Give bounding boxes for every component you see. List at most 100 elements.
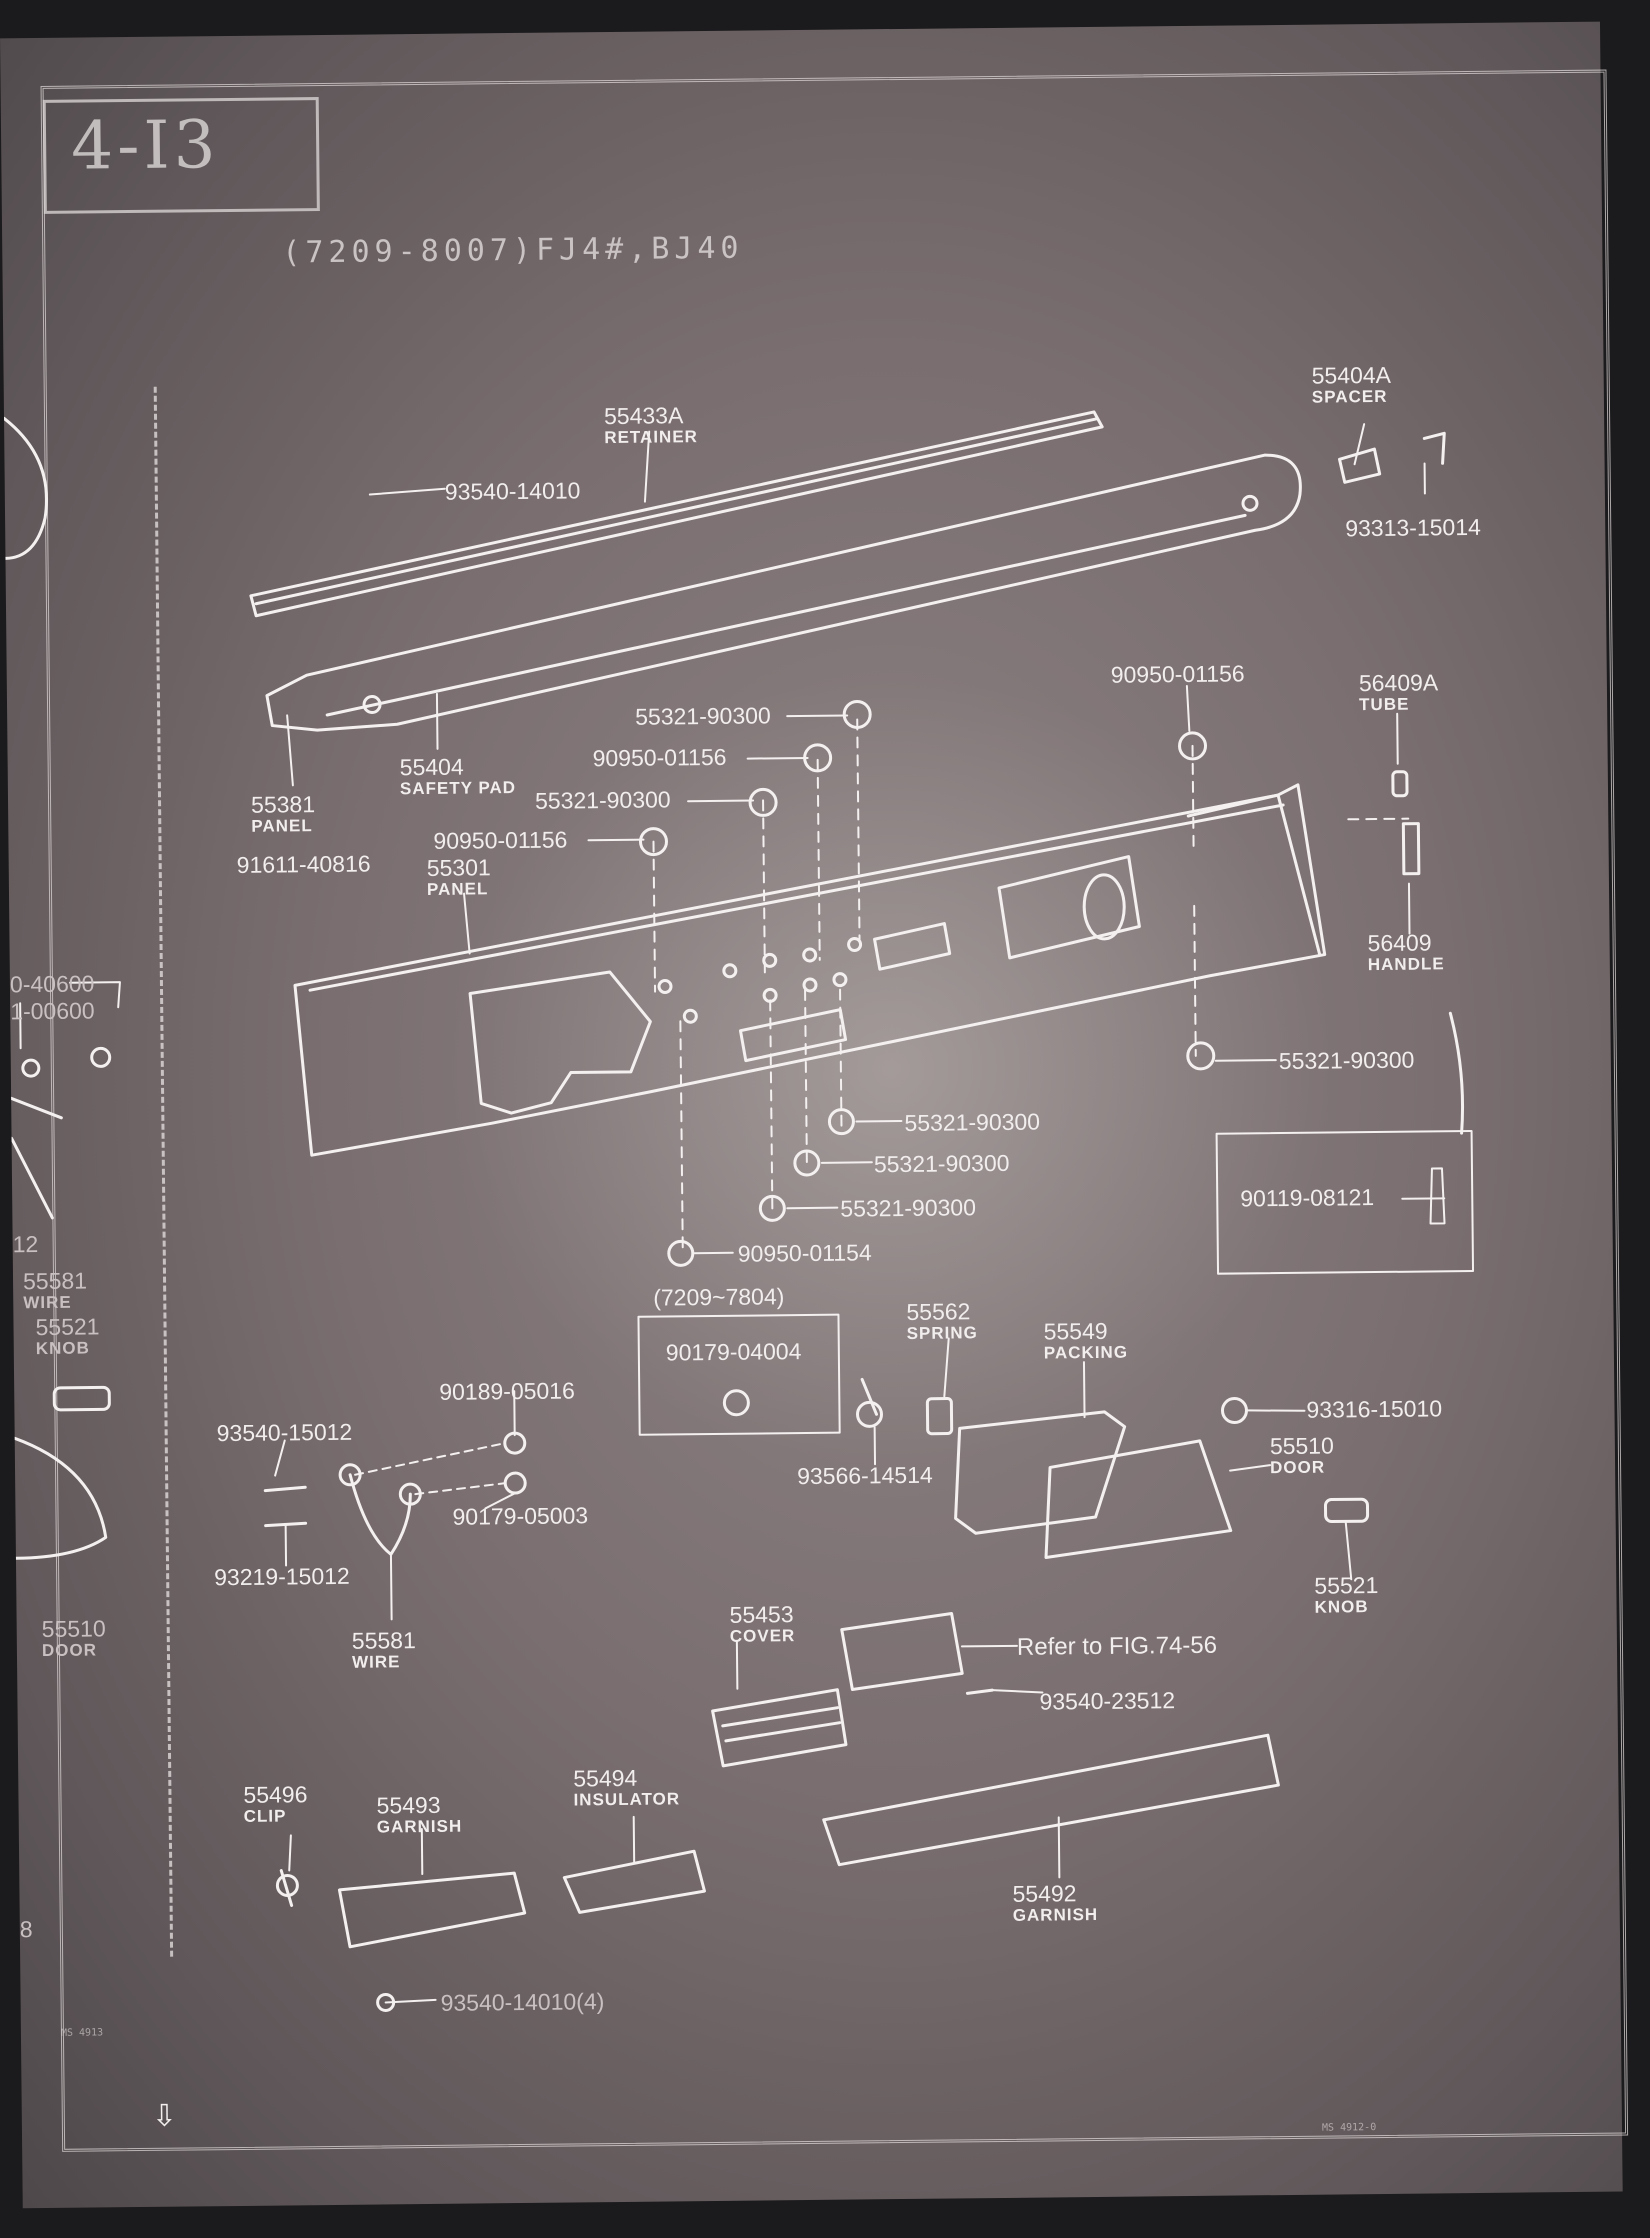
- part-number: 55521: [35, 1313, 100, 1341]
- label-left-d: 8: [19, 1916, 33, 1943]
- footer-code-left: MS 4913: [60, 2027, 104, 2039]
- exploded-parts-diagram: [2, 410, 1475, 2012]
- left-adjacent-drawing: [2, 416, 112, 1560]
- fastener-guides: [652, 718, 1410, 1253]
- part-name: TUBE: [1358, 694, 1410, 715]
- part-name: PANEL: [251, 816, 313, 836]
- label-screw-90119: 90119-08121: [1240, 1184, 1375, 1212]
- footer-code-right: MS 4912-0: [1321, 2122, 1377, 2134]
- inset-date: (7209~7804): [653, 1283, 785, 1311]
- part-number: 56409: [1367, 929, 1432, 957]
- part-number: 55493: [376, 1791, 441, 1819]
- label-clip-a: 90950-01156: [592, 743, 727, 772]
- leader-lines: [19, 423, 1446, 2004]
- label-93316: 93316-15010: [1306, 1395, 1443, 1423]
- door-drawing: [856, 1377, 1370, 1560]
- part-name: WIRE: [351, 1652, 401, 1672]
- part-name: SAFETY PAD: [399, 778, 517, 799]
- part-name: GARNISH: [376, 1816, 463, 1837]
- part-number: 55404A: [1311, 361, 1392, 389]
- part-number: 55496: [243, 1781, 308, 1808]
- part-number: 55581: [22, 1267, 88, 1295]
- part-number: 55581: [351, 1627, 416, 1654]
- label-nut-c: 55321-90300: [1278, 1046, 1415, 1075]
- label-91611: 91611-40816: [236, 850, 371, 878]
- panel-drawing: [293, 783, 1327, 1157]
- cover-drawing: [711, 1611, 994, 1768]
- label-93540-15012: 93540-15012: [216, 1418, 353, 1447]
- part-name: GARNISH: [1012, 1904, 1099, 1925]
- part-number: 55521: [1314, 1572, 1379, 1599]
- part-number: 55510: [41, 1615, 106, 1643]
- label-clip-b: 90950-01156: [433, 826, 568, 854]
- clip-nuts: [638, 699, 1216, 1267]
- label-90179-05003: 90179-05003: [452, 1502, 589, 1530]
- down-arrow-icon: ⇩: [151, 2099, 178, 2133]
- inset-box-screw: [1215, 1130, 1475, 1275]
- label-nut-e: 55321-90300: [873, 1149, 1010, 1178]
- label-nut-d: 55321-90300: [904, 1108, 1041, 1136]
- part-number: 55453: [729, 1601, 794, 1628]
- part-name: SPRING: [906, 1323, 978, 1343]
- label-left-a: 0-40600: [9, 970, 95, 998]
- label-screw-spacer: 93313-15014: [1345, 513, 1481, 542]
- part-name: DOOR: [1269, 1457, 1326, 1478]
- label-screw-retainer: 93540-14010: [444, 477, 581, 505]
- part-name: DOOR: [41, 1640, 98, 1661]
- wire-drawing: [263, 1431, 527, 1556]
- part-name: INSULATOR: [573, 1789, 681, 1810]
- part-name: SPACER: [1311, 386, 1388, 407]
- safety-pad-drawing: [265, 453, 1302, 732]
- lower-garnish-drawing: [275, 1733, 1280, 2012]
- catalog-page: 4-I3 (7209-8007)FJ4#,BJ40: [0, 21, 1629, 2209]
- part-number: 55549: [1043, 1317, 1108, 1345]
- handle-drawing: [1338, 431, 1465, 1135]
- part-name: CLIP: [243, 1806, 287, 1826]
- label-left-c: 12: [12, 1231, 39, 1258]
- part-number: 56409A: [1358, 669, 1439, 697]
- retainer-drawing: [249, 410, 1104, 618]
- part-name: HANDLE: [1367, 954, 1445, 975]
- part-name: PACKING: [1043, 1342, 1129, 1363]
- label-clip-d: 90950-01154: [737, 1239, 872, 1267]
- part-name: KNOB: [35, 1338, 90, 1359]
- part-name: PANEL: [426, 879, 489, 899]
- reference-note: Refer to FIG.74-56: [1016, 1631, 1218, 1661]
- label-left-b: 1-00600: [10, 997, 95, 1025]
- label-93219: 93219-15012: [214, 1562, 350, 1591]
- part-name: RETAINER: [604, 427, 698, 448]
- label-90189: 90189-05016: [439, 1377, 575, 1405]
- label-nut-a: 55321-90300: [635, 702, 771, 730]
- part-number: 55301: [426, 854, 491, 881]
- part-number: 55433A: [603, 402, 684, 430]
- part-number: 55404: [399, 753, 464, 781]
- part-name: KNOB: [1314, 1597, 1369, 1617]
- part-name: WIRE: [23, 1292, 72, 1313]
- part-name: COVER: [729, 1626, 796, 1646]
- label-93566: 93566-14514: [797, 1461, 933, 1490]
- part-number: 55562: [906, 1298, 971, 1325]
- part-number: 55492: [1012, 1880, 1077, 1907]
- label-nut-f: 55321-90300: [840, 1194, 977, 1222]
- label-nut-b: 55321-90300: [534, 786, 671, 814]
